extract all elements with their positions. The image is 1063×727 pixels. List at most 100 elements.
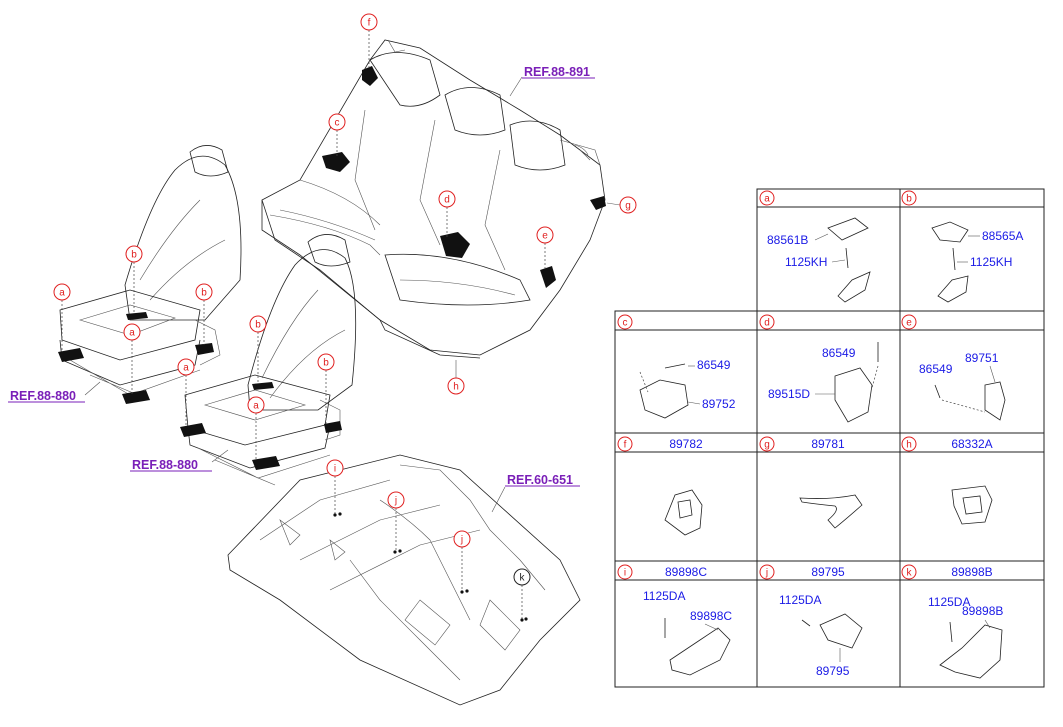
panel-c[interactable]: c 86549 89752 (617, 314, 736, 419)
svg-text:89795: 89795 (816, 664, 850, 678)
callout-h[interactable]: h (447, 377, 465, 395)
svg-text:c: c (335, 118, 340, 129)
panel-g[interactable]: g 89781 (759, 436, 863, 529)
svg-text:REF.88-880: REF.88-880 (10, 389, 76, 403)
svg-text:89898C: 89898C (665, 565, 707, 579)
callout-b-driver-1[interactable]: b (125, 245, 143, 263)
svg-text:REF.60-651: REF.60-651 (507, 473, 573, 487)
callout-b-driver-2[interactable]: b (195, 283, 213, 301)
panel-i[interactable]: i 89898C 1125DA 89898C (617, 564, 732, 676)
callout-a-driver-2[interactable]: a (123, 323, 141, 341)
svg-text:c: c (623, 318, 628, 329)
svg-text:a: a (183, 363, 189, 374)
svg-text:89751: 89751 (965, 351, 999, 365)
rear-seat-drawing (261, 39, 606, 359)
callout-i[interactable]: i (326, 459, 344, 477)
svg-text:86549: 86549 (919, 362, 953, 376)
svg-text:g: g (764, 440, 770, 451)
svg-text:86549: 86549 (822, 346, 856, 360)
svg-text:d: d (764, 318, 770, 329)
svg-text:g: g (625, 201, 631, 212)
svg-text:1125DA: 1125DA (928, 595, 970, 609)
callout-j-1[interactable]: j (387, 491, 405, 509)
callout-g[interactable]: g (619, 196, 637, 214)
svg-text:89515D: 89515D (768, 387, 810, 401)
passenger-bracket-3 (324, 421, 342, 433)
rear-clip-f (362, 66, 378, 86)
parts-grid (614, 188, 1045, 688)
driver-bracket-1 (58, 348, 84, 362)
svg-text:b: b (323, 358, 329, 369)
panel-d[interactable]: d 86549 89515D (759, 314, 879, 423)
callout-a-passenger-1[interactable]: a (177, 358, 195, 376)
panel-f[interactable]: f 89782 (617, 436, 703, 536)
svg-text:1125DA: 1125DA (779, 593, 821, 607)
svg-text:e: e (906, 318, 912, 329)
panel-j[interactable]: j 89795 1125DA 89795 (759, 564, 863, 678)
ref-rear-seat[interactable]: REF.88-891 (522, 65, 595, 79)
callout-a-driver-1[interactable]: a (53, 283, 71, 301)
passenger-bracket-1 (180, 423, 206, 437)
rear-bracket-e (540, 266, 556, 288)
svg-text:i: i (334, 464, 336, 475)
ref-floor[interactable]: REF.60-651 (505, 473, 580, 487)
panel-a[interactable]: a 88561B 1125KH (759, 190, 871, 303)
driver-seat-drawing (59, 145, 242, 401)
rear-clip-g (590, 196, 606, 210)
callout-a-passenger-2[interactable]: a (247, 396, 265, 414)
callout-f[interactable]: f (360, 13, 378, 31)
svg-text:h: h (906, 440, 912, 451)
rear-clip-c (322, 152, 350, 172)
svg-text:REF.88-891: REF.88-891 (524, 65, 590, 79)
svg-text:68332A: 68332A (951, 437, 992, 451)
svg-text:a: a (253, 401, 259, 412)
panel-b[interactable]: b 88565A 1125KH (901, 190, 1023, 303)
panel-e[interactable]: e 86549 89751 (901, 314, 1006, 421)
svg-text:89752: 89752 (702, 397, 736, 411)
svg-text:f: f (368, 18, 371, 29)
callout-j-2[interactable]: j (453, 530, 471, 548)
svg-text:a: a (764, 194, 770, 205)
svg-text:a: a (129, 328, 135, 339)
svg-text:h: h (453, 382, 459, 393)
svg-text:89898B: 89898B (951, 565, 992, 579)
svg-text:e: e (542, 231, 548, 242)
callout-b-passenger-1[interactable]: b (249, 315, 267, 333)
passenger-bracket-2 (252, 456, 280, 470)
callout-k[interactable]: k (513, 568, 531, 586)
callout-e[interactable]: e (536, 226, 554, 244)
floor-points (333, 512, 528, 622)
svg-text:a: a (59, 288, 65, 299)
svg-text:k: k (907, 568, 913, 579)
svg-text:88565A: 88565A (982, 229, 1023, 243)
floor-panel-drawing (227, 454, 581, 706)
svg-text:89898C: 89898C (690, 609, 732, 623)
svg-text:REF.88-880: REF.88-880 (132, 458, 198, 472)
callout-d[interactable]: d (438, 190, 456, 208)
svg-text:b: b (131, 250, 137, 261)
svg-text:1125KH: 1125KH (785, 255, 827, 269)
svg-text:89898B: 89898B (962, 604, 1003, 618)
ref-passenger-seat[interactable]: REF.88-880 (130, 458, 212, 472)
svg-text:j: j (460, 535, 463, 546)
svg-text:f: f (624, 440, 627, 451)
svg-text:b: b (255, 320, 261, 331)
svg-text:1125DA: 1125DA (643, 589, 685, 603)
svg-text:1125KH: 1125KH (970, 255, 1012, 269)
callout-b-passenger-2[interactable]: b (317, 353, 335, 371)
driver-clip-1 (126, 312, 148, 320)
callout-c[interactable]: c (328, 113, 346, 131)
driver-bracket-3 (195, 343, 214, 355)
svg-text:i: i (624, 568, 626, 579)
panel-h[interactable]: h 68332A (901, 436, 993, 525)
svg-text:j: j (765, 568, 768, 579)
svg-text:89781: 89781 (811, 437, 845, 451)
rear-bracket-d (440, 232, 470, 258)
svg-text:86549: 86549 (697, 358, 731, 372)
svg-text:89795: 89795 (811, 565, 845, 579)
passenger-clip-1 (252, 382, 274, 390)
svg-text:89782: 89782 (669, 437, 703, 451)
ref-driver-seat[interactable]: REF.88-880 (8, 389, 85, 403)
panel-k[interactable]: k 89898B 1125DA 89898B (901, 564, 1003, 679)
